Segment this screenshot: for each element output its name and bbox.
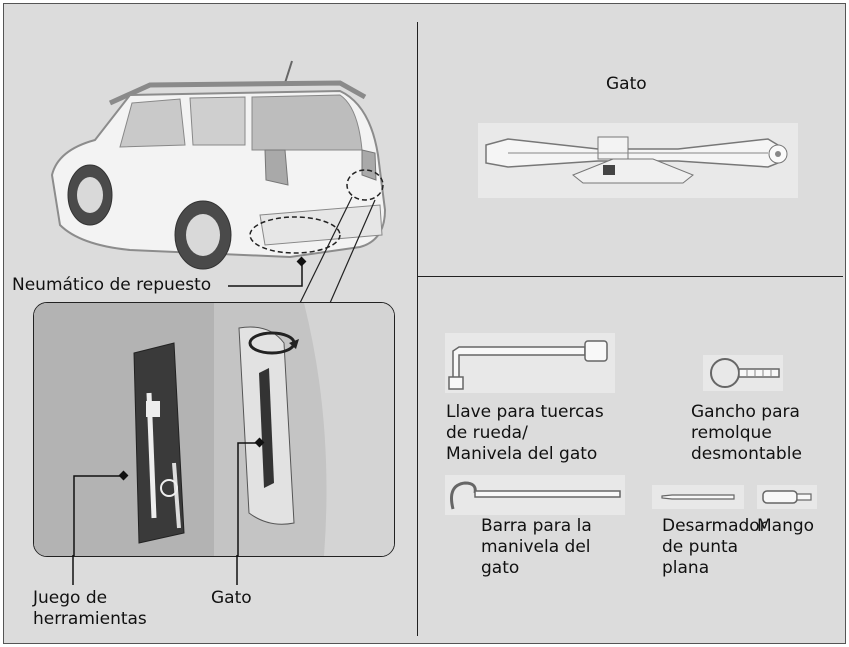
trunk-inset [33,302,395,557]
flat-screwdriver-image [652,485,744,509]
vertical-divider [417,22,418,636]
jack-handle-bar-image [445,475,625,515]
wrench-label-line3: Manivela del gato [446,444,598,464]
hook-label-line1: Gancho para [691,402,800,422]
wrench-label-line1: Llave para tuercas [446,402,604,422]
bar-label-line3: gato [481,558,520,578]
jack-inset-label: Gato [211,588,252,608]
horizontal-divider [418,276,843,277]
screwdriver-label-line1: Desarmador [662,516,767,536]
spare-tire-label: Neumático de repuesto [12,275,212,295]
screwdriver-handle-image [757,485,817,509]
wrench-label-line2: de rueda/ [446,423,528,443]
trunk-illustration [34,303,394,556]
screwdriver-label-line3: plana [662,558,710,578]
hook-label-line2: remolque [691,423,772,443]
screwdriver-label-line2: de punta [662,537,739,557]
hook-label-line3: desmontable [691,444,802,464]
bar-label-line2: manivela del [481,537,591,557]
car-illustration [50,60,387,270]
wheel-nut-wrench-image [445,333,615,393]
jack-image [478,123,798,198]
jack-label: Gato [606,74,647,94]
towing-hook-image [703,355,783,391]
toolkit-leader [73,437,265,556]
toolkit-label-line2: herramientas [33,609,147,629]
toolkit-label-line1: Juego de [33,588,108,608]
bar-label-line1: Barra para la [481,516,592,536]
handle-label: Mango [757,516,815,536]
